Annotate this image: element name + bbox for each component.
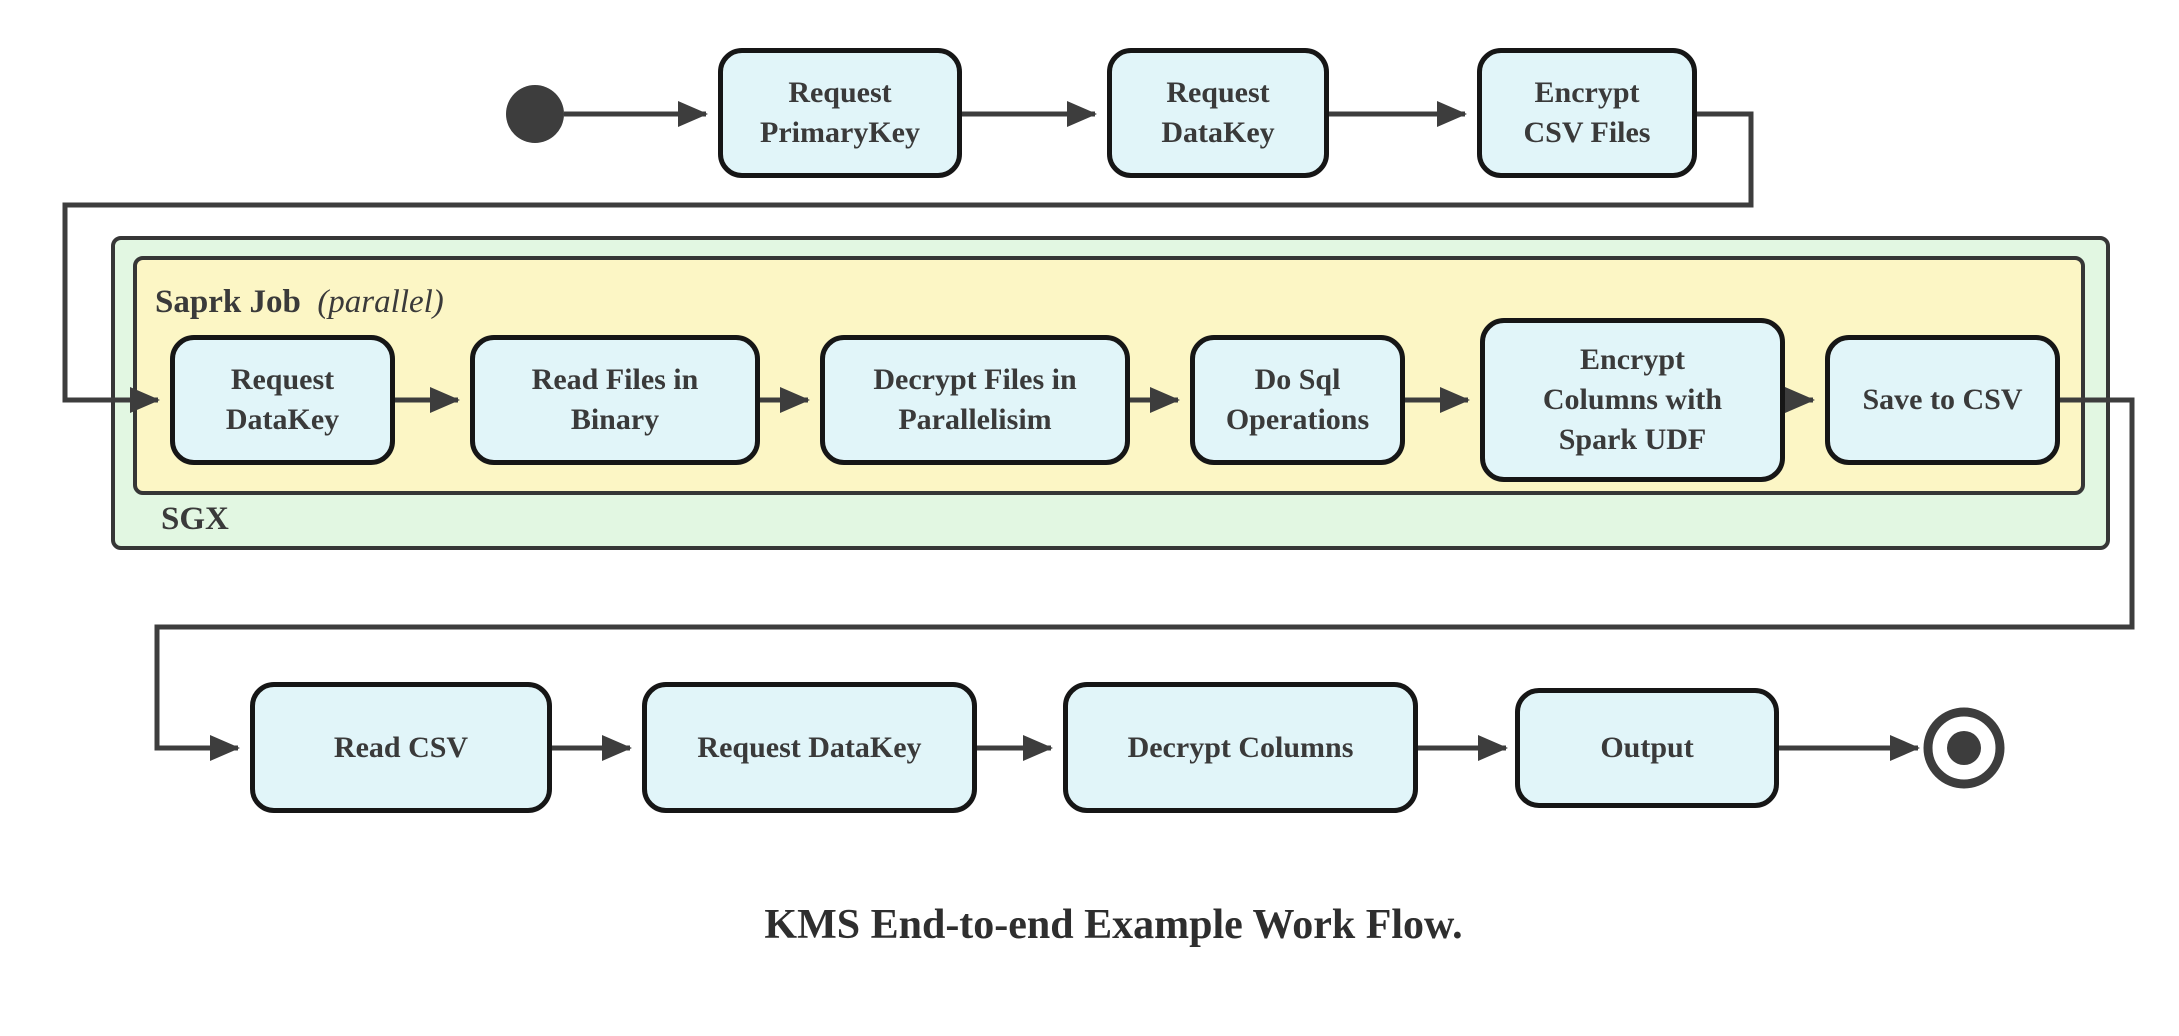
state-node-label-line: Parallelisim — [898, 403, 1052, 436]
state-node-encrypt-columns-with-spark-udf: Encrypt Columns with Spark UDF — [1480, 318, 1785, 482]
initial-state-marker — [506, 85, 564, 143]
state-node-label-line: Request — [230, 363, 335, 396]
state-node-label-line: Decrypt Files in — [873, 363, 1077, 396]
spark-job-annotation: (parallel) — [317, 284, 444, 320]
sgx-label-text: SGX — [161, 501, 229, 537]
state-node-label-line: Columns with — [1542, 383, 1723, 416]
state-node-label-line: Encrypt — [1534, 76, 1640, 109]
state-node-label-line: DataKey — [225, 403, 340, 436]
state-node-label-line: Read CSV — [333, 730, 469, 764]
state-node-label-line: Encrypt — [1580, 343, 1685, 376]
state-node-label-line: Output — [1600, 731, 1694, 764]
state-node-request-primarykey: Request PrimaryKey — [718, 48, 962, 178]
state-node-label-line: Spark UDF — [1558, 423, 1707, 456]
state-node-read-files-in-binary: Read Files in Binary — [470, 335, 760, 465]
flow-edge — [62, 111, 1754, 413]
sgx-label: SGX — [161, 501, 229, 538]
state-node-read-csv: Read CSV — [250, 682, 552, 813]
spark-job-label: Saprk Job (parallel) — [155, 284, 444, 321]
state-node-request-datakey-sgx: Request DataKey — [170, 335, 395, 465]
flow-edge — [154, 397, 2135, 761]
state-node-label-line: PrimaryKey — [760, 116, 920, 149]
final-state-marker — [1923, 707, 2005, 789]
state-node-label-line: Operations — [1225, 403, 1370, 436]
state-node-label-line: Decrypt Columns — [1127, 730, 1354, 764]
state-node-do-sql-operations: Do Sql Operations — [1190, 335, 1405, 465]
state-node-request-datakey: Request DataKey — [1107, 48, 1329, 178]
state-node-encrypt-csv-files: Encrypt CSV Files — [1477, 48, 1697, 178]
state-node-decrypt-columns: Decrypt Columns — [1063, 682, 1418, 813]
state-node-label-line: Request — [1166, 76, 1270, 109]
state-node-label-line: Read Files in — [531, 363, 699, 396]
state-node-label-line: CSV Files — [1523, 116, 1651, 149]
diagram-caption: KMS End-to-end Example Work Flow. — [764, 902, 1463, 948]
state-node-save-to-csv: Save to CSV — [1825, 335, 2060, 465]
state-node-label-line: Request — [788, 76, 892, 109]
spark-job-label-text: Saprk Job — [155, 284, 301, 320]
state-node-label-line: Do Sql — [1254, 363, 1341, 396]
state-node-label-line: Request DataKey — [697, 730, 922, 764]
state-node-request-datakey-client: Request DataKey — [642, 682, 977, 813]
state-node-label-line: DataKey — [1161, 116, 1275, 149]
state-node-label-line: Binary — [570, 403, 660, 436]
state-node-decrypt-files-in-parallelisim: Decrypt Files in Parallelisim — [820, 335, 1130, 465]
state-node-output: Output — [1515, 688, 1779, 808]
state-node-label-line: Save to CSV — [1862, 383, 2023, 416]
